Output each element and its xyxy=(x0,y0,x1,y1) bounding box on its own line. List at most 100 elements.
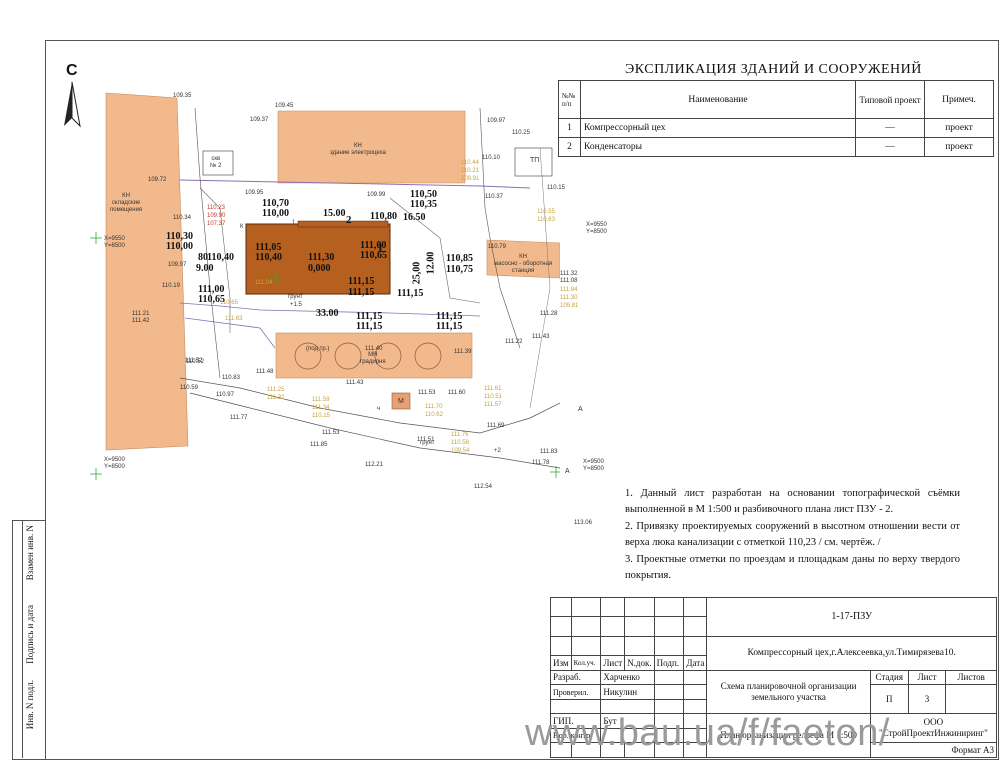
mark: 111,05 xyxy=(255,242,282,253)
misc-label: +2 xyxy=(494,448,501,454)
yellow-mark: 111.61 xyxy=(484,386,502,392)
survey-mark: 111.43 xyxy=(532,334,550,340)
coord-x2: Х=9550 xyxy=(586,222,607,228)
north-arrow-icon xyxy=(64,81,81,128)
mark: 110,00 xyxy=(262,208,289,219)
tp-box xyxy=(514,147,553,177)
survey-mark: 111.78 xyxy=(532,460,550,466)
yellow-mark: 111.30 xyxy=(560,295,578,301)
mark: 0,000 xyxy=(308,263,331,274)
yellow-mark: 111.57 xyxy=(484,402,502,408)
survey-mark: 110.79 xyxy=(488,244,506,250)
table-row: 1 Компрессорный цех — проект xyxy=(558,118,994,138)
side-strip xyxy=(12,520,46,760)
stamp-role: Проверил. xyxy=(549,684,602,700)
survey-mark: 109.99 xyxy=(367,192,386,198)
mark: 111,15 xyxy=(356,321,383,332)
mark: 111,15 xyxy=(348,287,375,298)
survey-mark: 111.40 xyxy=(365,346,383,352)
stamp-header: Дата xyxy=(683,655,708,671)
survey-mark: 110.15 xyxy=(547,185,565,191)
misc-label: ч xyxy=(377,406,381,412)
yellow-mark: 111.25 xyxy=(267,387,285,393)
m-label: М xyxy=(398,398,404,405)
yellow-mark: 110.63 xyxy=(537,217,555,223)
survey-mark: 109.72 xyxy=(148,177,167,183)
survey-mark: 111.42 xyxy=(132,318,150,324)
mark: 25,00 xyxy=(411,261,423,285)
mark: 111,15 xyxy=(436,321,463,332)
mark: 110,30 xyxy=(166,231,193,242)
site-plan xyxy=(90,92,560,480)
format-label: Формат А3 xyxy=(869,742,998,758)
survey-mark: 111.48 xyxy=(256,369,274,375)
yellow-mark: 110.51 xyxy=(484,394,502,400)
red-mark: 110.23 xyxy=(207,205,225,211)
yellow-mark: 110.21 xyxy=(461,168,479,174)
survey-mark: 110.97 xyxy=(216,392,234,398)
pump-station-area xyxy=(486,239,560,279)
mark: 111,00 xyxy=(198,284,225,295)
survey-mark: 111.77 xyxy=(230,415,248,421)
coord-y3: Y=8500 xyxy=(104,464,125,470)
watermark: www.bau.ua/f/faeton/ xyxy=(525,712,890,754)
mark: 12.00 xyxy=(425,251,437,275)
survey-mark: 109.95 xyxy=(245,190,264,196)
stamp-header: Кол.уч. xyxy=(570,655,602,671)
survey-mark: 109.35 xyxy=(173,93,192,99)
tp-label: ТП xyxy=(530,157,540,164)
warehouse-area xyxy=(105,92,189,451)
side-label-inv: Инв. N подл. xyxy=(25,680,35,730)
survey-mark: 111.69 xyxy=(487,423,505,429)
mark: 111,15 xyxy=(348,276,375,287)
mark: 111,00 xyxy=(360,240,387,251)
stage-label: Стадия xyxy=(869,669,909,686)
coord-y4: Y=8500 xyxy=(583,466,604,472)
condenser-number: 2 xyxy=(346,214,352,226)
yellow-mark: 111.70 xyxy=(425,404,443,410)
yellow-mark: 109.81 xyxy=(560,303,579,309)
misc-label: грунт xyxy=(288,294,303,300)
survey-mark: 109.97 xyxy=(487,118,506,124)
cooling-tower-area xyxy=(275,332,473,379)
yellow-mark: 110.15 xyxy=(312,413,330,419)
plan-title: План организации рельефа М 1:500 xyxy=(706,713,871,758)
survey-mark: 111.53 xyxy=(322,430,340,436)
stamp-header: Подп. xyxy=(653,655,685,671)
mark: 110,80 xyxy=(370,211,397,222)
yellow-mark: 111.84 xyxy=(560,287,578,293)
mark: 111,30 xyxy=(308,252,335,263)
survey-mark: 110.34 xyxy=(173,215,191,221)
mark: 110,35 xyxy=(410,199,437,210)
yellow-mark: 110.55 xyxy=(537,209,555,215)
survey-mark: 112.21 xyxy=(365,462,383,468)
misc-label: 1 xyxy=(292,220,296,226)
survey-mark: 111.52 xyxy=(185,358,203,364)
stamp-role: Разраб. xyxy=(549,669,602,686)
note-3: 3. Проектные отметки по проездам и площа… xyxy=(625,554,960,581)
electro-building-area xyxy=(277,110,466,184)
survey-mark: 111.43 xyxy=(346,380,364,386)
coord-x4: Х=9500 xyxy=(583,459,604,465)
survey-mark: 110.37 xyxy=(485,194,503,200)
side-label-replace: Взамен инв. N xyxy=(25,525,35,581)
yellow-mark: 109.54 xyxy=(451,448,470,454)
red-mark: 107.37 xyxy=(207,221,226,227)
coord-y1: Y=8500 xyxy=(104,243,125,249)
col-num-header: №№ п/п xyxy=(558,80,581,119)
mark: 110,65 xyxy=(360,250,387,261)
yellow-mark: 111.34 xyxy=(312,405,330,411)
drawing-code: 1-17-ПЗУ xyxy=(706,597,997,637)
survey-mark: 110.52 xyxy=(186,359,204,365)
note-2: 2. Привязку проектируемых сооружений в в… xyxy=(625,521,960,548)
stage-value: П xyxy=(869,684,909,715)
stamp-header: Изм xyxy=(550,655,572,671)
survey-mark: 110.19 xyxy=(162,283,180,289)
misc-label: К xyxy=(240,224,244,230)
sheets-label: Листов xyxy=(945,669,997,686)
